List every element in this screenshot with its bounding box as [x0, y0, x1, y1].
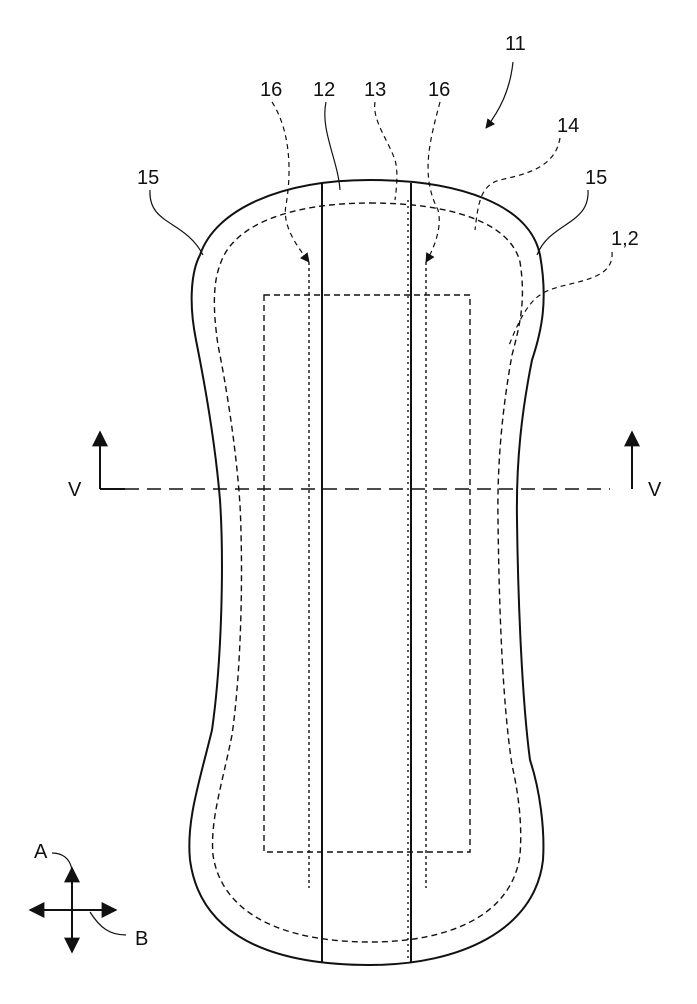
label-16-left: 16	[260, 79, 282, 101]
label-b: B	[135, 928, 148, 950]
leader-15-right	[537, 190, 588, 255]
inner-dashed-outline	[213, 203, 523, 942]
label-16-right: 16	[428, 79, 450, 101]
leader-a	[52, 853, 72, 870]
label-13: 13	[364, 79, 386, 101]
leader-13	[375, 102, 397, 200]
pad-outer-outline	[189, 180, 543, 965]
label-11: 11	[505, 33, 526, 55]
leader-16-left	[272, 102, 309, 262]
label-v-left: V	[68, 479, 82, 501]
core-dashed-rectangle	[264, 295, 470, 852]
leader-15-left	[150, 190, 203, 255]
leader-16-right	[426, 102, 440, 262]
label-15-left: 15	[137, 167, 159, 189]
leader-1-2	[508, 252, 612, 348]
leader-b	[90, 912, 126, 935]
label-15-right: 15	[585, 167, 607, 189]
label-v-right: V	[648, 479, 662, 501]
leader-12	[325, 102, 340, 190]
leader-14	[475, 138, 560, 230]
label-a: A	[34, 841, 48, 863]
label-14: 14	[557, 115, 579, 137]
leader-11	[486, 62, 513, 128]
label-1-2: 1,2	[611, 228, 639, 250]
label-12: 12	[313, 79, 335, 101]
